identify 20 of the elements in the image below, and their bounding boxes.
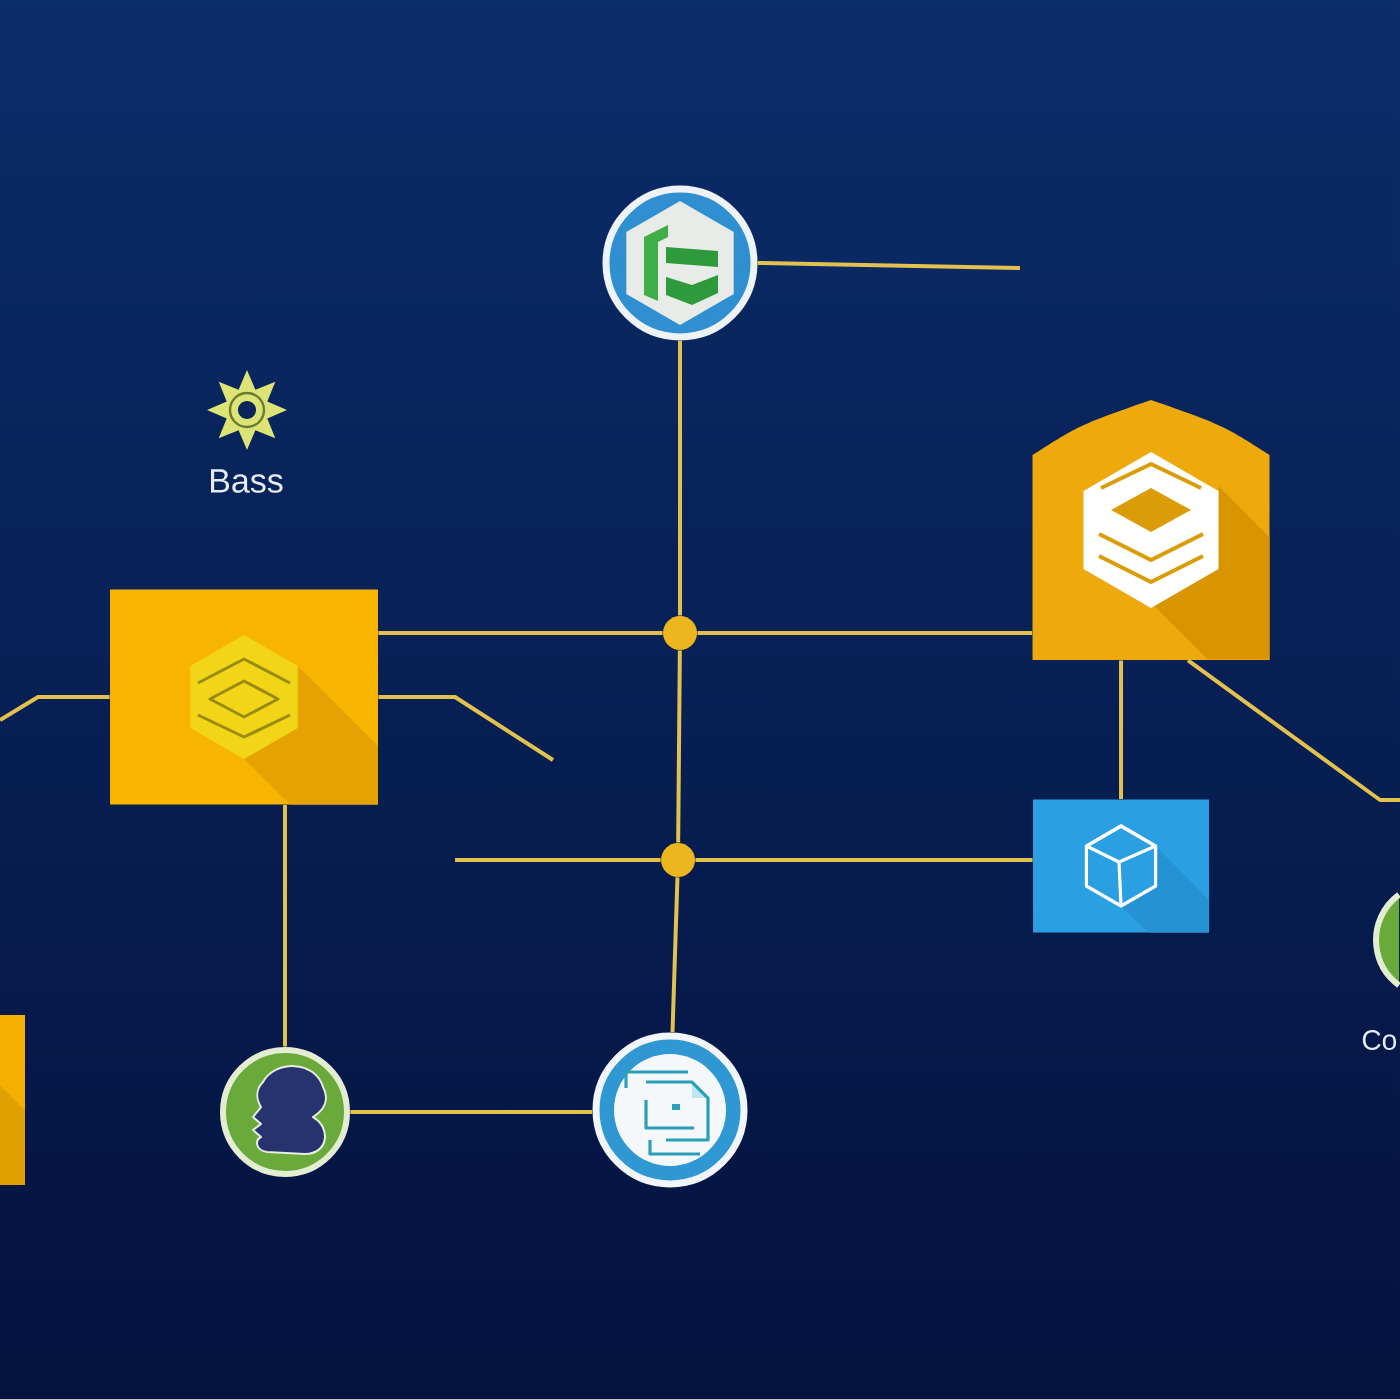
- connector-line: [350, 1110, 593, 1114]
- caption-text: Co: [1362, 1030, 1397, 1050]
- circle-badge: [1373, 892, 1400, 988]
- connector-line: [0, 695, 110, 722]
- label-text: Bass: [211, 469, 283, 493]
- connector-line: [676, 650, 682, 843]
- connector-line: [697, 631, 1033, 635]
- tile: [0, 1015, 25, 1185]
- junction-dot: [661, 843, 695, 877]
- connector-line: [1119, 660, 1123, 800]
- connector-line: [378, 695, 555, 762]
- connector-line: [1186, 658, 1400, 802]
- connector-line: [678, 340, 682, 616]
- connector-line: [695, 858, 1033, 862]
- connector-line: [670, 877, 680, 1033]
- connector-line: [378, 631, 663, 635]
- connector-line: [757, 261, 1021, 270]
- connector-line: [283, 804, 287, 1047]
- connector-line: [455, 858, 661, 862]
- junction-dot: [663, 616, 697, 650]
